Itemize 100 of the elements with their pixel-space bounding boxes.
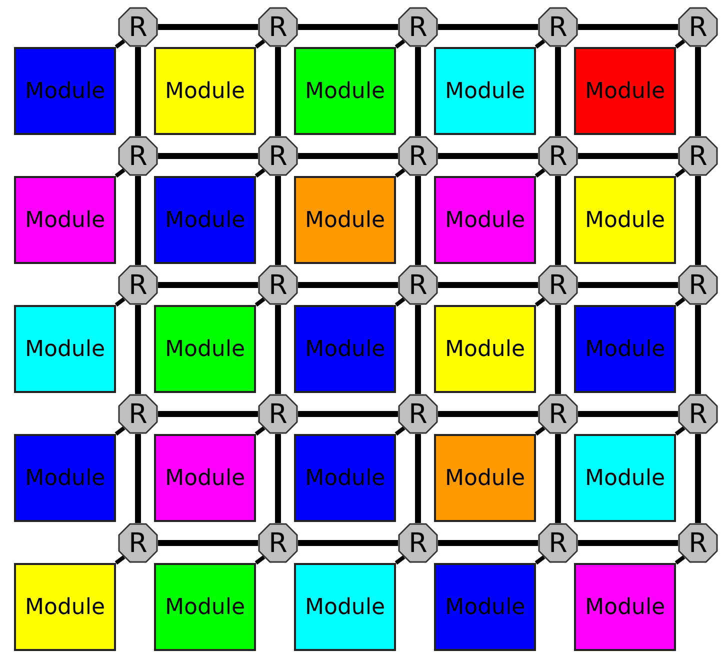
module-box: Module xyxy=(434,563,536,651)
link-line xyxy=(394,168,406,178)
mesh-line xyxy=(578,24,678,30)
router-octagon: R xyxy=(538,265,578,305)
router-octagon: R xyxy=(118,7,158,47)
mesh-line xyxy=(275,305,281,394)
module-box: Module xyxy=(14,305,116,393)
router-octagon: R xyxy=(538,136,578,176)
module-box: Module xyxy=(154,305,256,393)
link-line xyxy=(114,426,126,436)
mesh-line xyxy=(438,153,538,159)
router-octagon: R xyxy=(118,265,158,305)
router-octagon: R xyxy=(678,7,718,47)
mesh-line xyxy=(578,540,678,546)
mesh-line xyxy=(695,47,701,136)
mesh-line xyxy=(555,305,561,394)
link-line xyxy=(534,426,546,436)
link-line xyxy=(254,168,266,178)
link-line xyxy=(674,168,686,178)
link-line xyxy=(394,555,406,565)
mesh-line xyxy=(298,282,398,288)
link-line xyxy=(394,426,406,436)
module-box: Module xyxy=(14,176,116,264)
link-line xyxy=(114,168,126,178)
link-line xyxy=(114,555,126,565)
router-octagon: R xyxy=(538,7,578,47)
router-octagon: R xyxy=(398,7,438,47)
router-octagon: R xyxy=(538,523,578,563)
module-box: Module xyxy=(574,305,676,393)
link-line xyxy=(114,39,126,49)
link-line xyxy=(674,555,686,565)
link-line xyxy=(254,297,266,307)
router-octagon: R xyxy=(678,265,718,305)
mesh-line xyxy=(415,434,421,523)
mesh-line xyxy=(158,540,258,546)
module-box: Module xyxy=(14,434,116,522)
router-octagon: R xyxy=(258,136,298,176)
router-octagon: R xyxy=(398,265,438,305)
router-octagon: R xyxy=(398,136,438,176)
module-box: Module xyxy=(434,305,536,393)
link-line xyxy=(114,297,126,307)
mesh-line xyxy=(298,411,398,417)
module-box: Module xyxy=(14,563,116,651)
mesh-line xyxy=(578,282,678,288)
router-octagon: R xyxy=(678,136,718,176)
mesh-line xyxy=(298,540,398,546)
router-octagon: R xyxy=(258,7,298,47)
module-box: Module xyxy=(434,47,536,135)
router-octagon: R xyxy=(118,523,158,563)
link-line xyxy=(254,39,266,49)
mesh-line xyxy=(438,282,538,288)
link-line xyxy=(534,39,546,49)
module-box: Module xyxy=(154,47,256,135)
link-line xyxy=(534,555,546,565)
mesh-line xyxy=(695,305,701,394)
mesh-line xyxy=(415,47,421,136)
mesh-line xyxy=(438,540,538,546)
link-line xyxy=(674,297,686,307)
module-box: Module xyxy=(294,176,396,264)
mesh-line xyxy=(135,305,141,394)
link-line xyxy=(674,426,686,436)
router-octagon: R xyxy=(258,265,298,305)
module-box: Module xyxy=(154,176,256,264)
module-box: Module xyxy=(154,563,256,651)
router-octagon: R xyxy=(118,136,158,176)
mesh-line xyxy=(158,411,258,417)
mesh-line xyxy=(298,153,398,159)
router-octagon: R xyxy=(678,523,718,563)
mesh-line xyxy=(438,411,538,417)
mesh-line xyxy=(158,24,258,30)
module-box: Module xyxy=(574,47,676,135)
mesh-line xyxy=(555,434,561,523)
mesh-line xyxy=(695,176,701,265)
mesh-line xyxy=(695,434,701,523)
mesh-line xyxy=(158,282,258,288)
router-octagon: R xyxy=(398,394,438,434)
mesh-line xyxy=(578,411,678,417)
mesh-line xyxy=(135,47,141,136)
link-line xyxy=(534,168,546,178)
module-box: Module xyxy=(294,563,396,651)
mesh-line xyxy=(555,176,561,265)
mesh-line xyxy=(415,305,421,394)
mesh-line xyxy=(415,176,421,265)
module-box: Module xyxy=(154,434,256,522)
module-box: Module xyxy=(574,563,676,651)
router-octagon: R xyxy=(678,394,718,434)
link-line xyxy=(254,555,266,565)
module-box: Module xyxy=(294,47,396,135)
mesh-line xyxy=(298,24,398,30)
router-octagon: R xyxy=(118,394,158,434)
mesh-line xyxy=(135,434,141,523)
router-octagon: R xyxy=(398,523,438,563)
module-box: Module xyxy=(574,434,676,522)
module-box: Module xyxy=(294,434,396,522)
link-line xyxy=(394,297,406,307)
module-box: Module xyxy=(14,47,116,135)
link-line xyxy=(394,39,406,49)
module-box: Module xyxy=(434,176,536,264)
mesh-line xyxy=(438,24,538,30)
mesh-line xyxy=(135,176,141,265)
